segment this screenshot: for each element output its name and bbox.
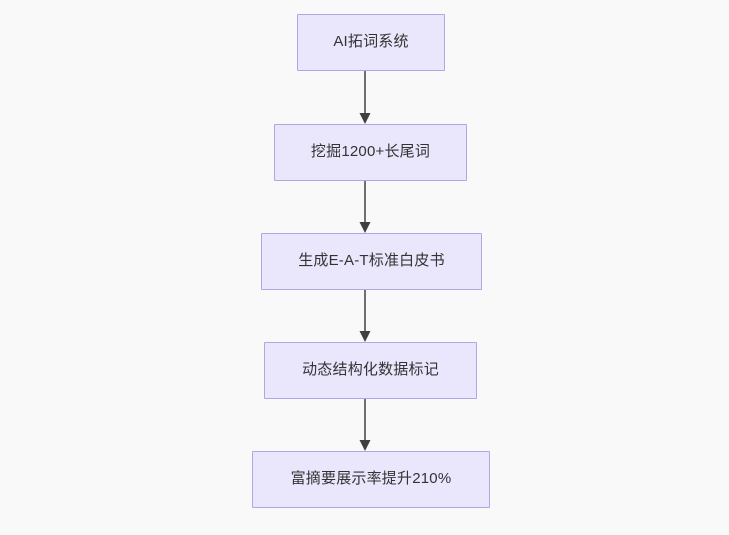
arrowhead-icon <box>359 440 371 451</box>
edge-n1-n2 <box>358 71 372 131</box>
flowchart-node-rich-snippet-impression-lift[interactable]: 富摘要展示率提升210% <box>252 451 490 508</box>
arrowhead-icon <box>359 331 371 342</box>
edge-n3-n4 <box>358 290 372 350</box>
arrowhead-icon <box>359 222 371 233</box>
flowchart-node-label: 动态结构化数据标记 <box>302 361 439 379</box>
flowchart-node-label: 生成E-A-T标准白皮书 <box>298 252 445 270</box>
edge-n2-n3 <box>358 181 372 241</box>
flowchart-node-ai-keyword-system[interactable]: AI拓词系统 <box>297 14 445 71</box>
flowchart-node-mine-longtail-keywords[interactable]: 挖掘1200+长尾词 <box>274 124 467 181</box>
flowchart-node-label: 挖掘1200+长尾词 <box>310 143 431 161</box>
arrowhead-icon <box>359 113 371 124</box>
flowchart-node-generate-eat-whitepaper[interactable]: 生成E-A-T标准白皮书 <box>261 233 482 290</box>
flowchart-node-label: AI拓词系统 <box>333 33 409 51</box>
edge-n4-n5 <box>358 398 372 458</box>
flowchart-node-label: 富摘要展示率提升210% <box>290 470 452 488</box>
flowchart-node-dynamic-structured-data-markup[interactable]: 动态结构化数据标记 <box>264 342 477 399</box>
